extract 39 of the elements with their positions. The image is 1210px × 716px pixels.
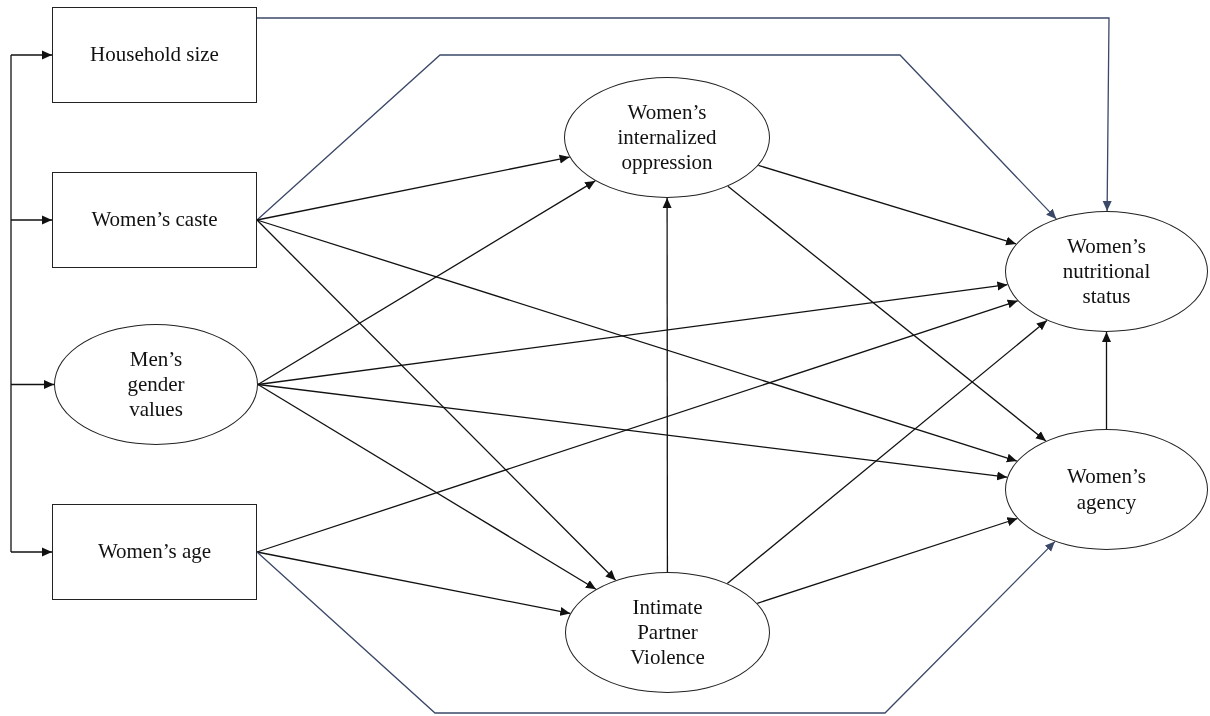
arrow	[10, 380, 55, 389]
variable-box	[52, 504, 257, 600]
arrow	[256, 540, 1056, 714]
variable-ellipse	[1005, 429, 1208, 550]
bracket-line	[10, 54, 12, 553]
arrow	[756, 517, 1019, 604]
variable-ellipse	[565, 572, 770, 693]
arrow	[256, 299, 1019, 553]
variable-box	[52, 7, 257, 103]
variable-ellipse	[1005, 211, 1208, 332]
arrow	[256, 54, 1057, 221]
arrow	[256, 551, 571, 616]
arrow	[257, 383, 1008, 481]
node-label: Women’s internalized oppression	[616, 99, 718, 176]
variable-ellipse	[54, 324, 258, 445]
arrow	[10, 547, 53, 557]
arrow	[757, 164, 1017, 246]
arrow	[256, 219, 617, 581]
arrow	[10, 50, 53, 60]
variable-ellipse	[564, 77, 770, 198]
arrow	[727, 185, 1047, 442]
arrow	[257, 383, 597, 590]
arrow	[726, 319, 1048, 585]
arrow	[256, 17, 1112, 212]
node-label: Women’s caste	[91, 207, 218, 233]
arrow	[257, 180, 596, 386]
arrow	[256, 154, 571, 221]
node-label: Household size	[90, 42, 219, 68]
arrow	[256, 219, 1018, 463]
arrow	[1102, 331, 1111, 430]
node-label: Intimate Partner Violence	[629, 594, 706, 671]
arrow	[662, 197, 672, 573]
arrow	[10, 215, 53, 225]
node-label: Men’s gender values	[126, 346, 186, 423]
arrow	[257, 281, 1009, 386]
node-label: Women’s age	[97, 539, 212, 565]
variable-box	[52, 172, 257, 268]
node-label: Women’s nutritional status	[1061, 233, 1152, 310]
node-label: Women’s agency	[1066, 464, 1147, 515]
